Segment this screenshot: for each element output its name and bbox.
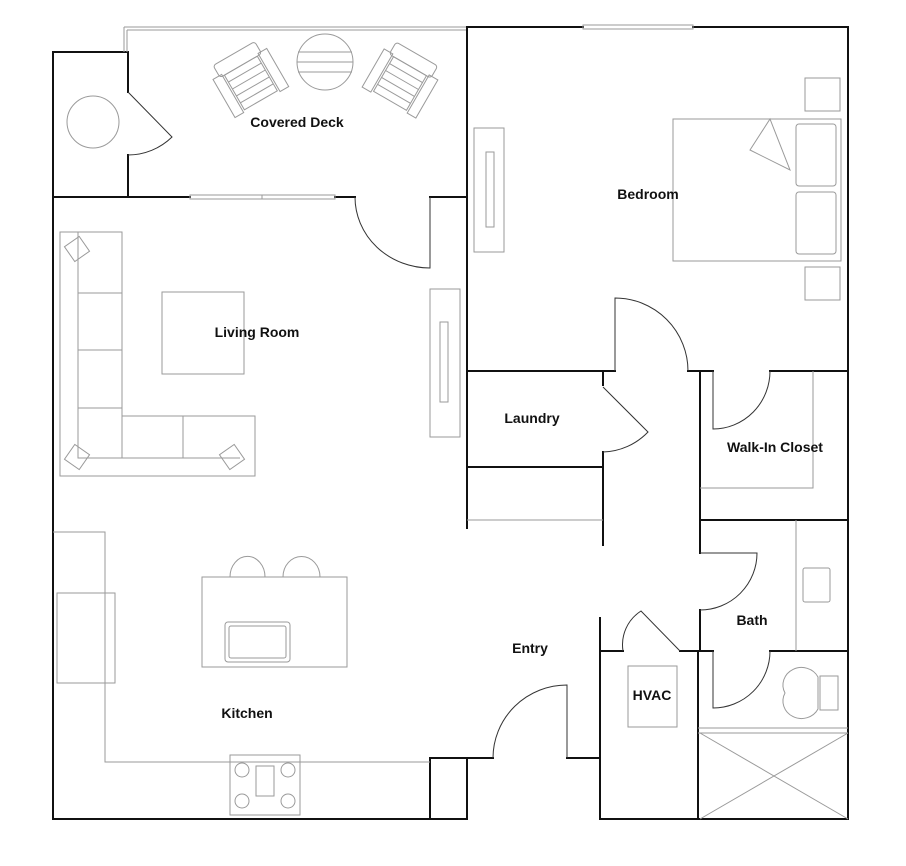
refrigerator <box>56 592 116 684</box>
closet-shelf <box>700 371 814 489</box>
room-label-kitchen: Kitchen <box>221 705 273 721</box>
hvac-unit <box>627 665 678 728</box>
room-label-laundry: Laundry <box>504 410 560 426</box>
room-label-bath: Bath <box>736 612 768 628</box>
bed <box>672 77 842 301</box>
deck-chair-left <box>212 42 290 119</box>
bath-fixtures <box>698 520 849 820</box>
room-label-entry: Entry <box>512 640 548 656</box>
walls <box>52 26 849 820</box>
vanity-sink <box>802 567 831 603</box>
sectional-sofa <box>59 231 256 477</box>
shower <box>698 727 849 820</box>
closet-round-object <box>66 95 120 149</box>
deck-table <box>296 33 354 91</box>
deck-chair-right <box>361 42 439 119</box>
tv-console <box>429 288 461 438</box>
living-rug <box>161 291 245 375</box>
bedroom-dresser <box>473 127 505 253</box>
kitchen-island <box>201 555 348 668</box>
room-label-walk-in-closet: Walk-In Closet <box>727 439 823 455</box>
stove <box>229 754 301 816</box>
room-label-bedroom: Bedroom <box>617 186 679 202</box>
windows <box>189 24 694 200</box>
room-label-hvac: HVAC <box>632 687 672 703</box>
room-label-living-room: Living Room <box>214 324 300 340</box>
kitchen-counters <box>53 531 430 816</box>
furniture <box>53 33 849 820</box>
room-label-covered-deck: Covered Deck <box>250 114 344 130</box>
doors <box>127 91 771 759</box>
